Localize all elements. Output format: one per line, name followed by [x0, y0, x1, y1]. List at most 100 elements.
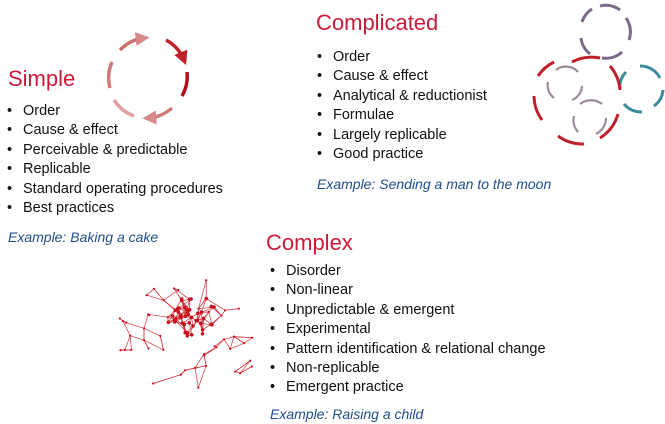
network-node — [174, 316, 178, 321]
list-item: Order — [4, 102, 223, 122]
network-node — [179, 297, 184, 301]
network-edge — [143, 327, 161, 337]
network-node — [152, 382, 155, 385]
network-edge — [223, 336, 234, 340]
network-node — [201, 316, 206, 321]
network-edge — [124, 335, 131, 351]
network-node — [229, 347, 232, 350]
network-edge — [211, 315, 222, 326]
complicated-heading: Complicated — [316, 10, 439, 35]
network-edge — [125, 322, 145, 329]
network-edge — [146, 288, 155, 296]
network-edge — [213, 306, 222, 316]
network-node — [204, 296, 208, 301]
list-item: Unpredictable & emergent — [267, 301, 546, 321]
network-edge — [143, 339, 164, 351]
network-edge — [153, 288, 164, 301]
simple-heading: Simple — [8, 66, 76, 91]
network-edge — [182, 317, 192, 324]
network-edge — [206, 298, 226, 311]
list-item: Order — [314, 48, 487, 68]
network-edge — [194, 367, 199, 388]
network-node — [187, 297, 192, 301]
network-node — [249, 359, 252, 362]
list-item: Cause & effect — [314, 67, 487, 87]
network-node — [234, 370, 237, 373]
network-node — [130, 348, 133, 351]
network-edge — [146, 294, 164, 301]
list-item: Analytical & reductionist — [314, 87, 487, 107]
network-node — [215, 346, 218, 349]
list-item: Pattern identification & relational chan… — [267, 340, 546, 360]
network-node — [187, 308, 192, 312]
network-edge — [184, 299, 191, 317]
network-node — [147, 347, 150, 350]
list-item: Cause & effect — [4, 121, 223, 141]
network-edge — [197, 365, 207, 388]
simple-example: Example: Baking a cake — [8, 229, 159, 245]
network-edge — [195, 365, 207, 369]
network-node — [184, 369, 187, 372]
network-edge — [234, 360, 251, 372]
network-edge — [230, 342, 245, 350]
network-node — [166, 316, 169, 319]
network-node — [251, 336, 254, 339]
network-node — [197, 386, 200, 389]
network-node — [170, 314, 175, 318]
network-edge — [233, 336, 245, 344]
network-node — [125, 321, 128, 324]
network-node — [119, 349, 122, 352]
network-node — [243, 342, 246, 345]
list-item: Perceivable & predictable — [4, 141, 223, 161]
network-edge — [233, 336, 253, 339]
complex-heading: Complex — [266, 230, 353, 255]
network-node — [145, 294, 148, 297]
network-node — [178, 314, 183, 319]
network-node — [196, 311, 200, 315]
network-edge — [174, 319, 188, 334]
network-node — [183, 314, 188, 318]
complex-list: Disorder Non-linear Unpredictable & emer… — [267, 262, 546, 398]
network-node — [121, 320, 125, 323]
network-node — [173, 308, 177, 312]
network-node — [162, 348, 165, 351]
list-item: Good practice — [314, 145, 487, 165]
list-item: Non-replicable — [267, 359, 546, 379]
network-edge — [223, 339, 231, 350]
network-node — [210, 323, 214, 327]
network-node — [118, 317, 121, 320]
network-edge — [239, 360, 251, 374]
network-edge — [198, 298, 207, 309]
list-item: Largely replicable — [314, 126, 487, 146]
network-node — [202, 352, 206, 356]
list-item: Emergent practice — [267, 378, 546, 398]
network-edge — [243, 337, 253, 344]
network-edge — [129, 335, 132, 350]
network-node — [213, 345, 216, 348]
network-node — [184, 308, 189, 312]
complex-example: Example: Raising a child — [270, 406, 424, 422]
network-edge — [239, 366, 252, 374]
network-edge — [214, 339, 225, 347]
complicated-list: Order Cause & effect Analytical & reduct… — [314, 48, 487, 165]
network-node — [189, 315, 194, 320]
network-edge — [173, 288, 190, 300]
network-node — [197, 307, 200, 310]
network-node — [212, 305, 216, 309]
list-item: Replicable — [4, 160, 223, 180]
network-node — [200, 332, 205, 336]
network-node — [159, 334, 162, 337]
simple-list: Order Cause & effect Perceivable & predi… — [4, 102, 223, 219]
complicated-example: Example: Sending a man to the moon — [317, 176, 552, 192]
list-item: Experimental — [267, 320, 546, 340]
network-node — [199, 321, 203, 326]
network-node — [177, 288, 180, 292]
network-node — [189, 333, 194, 337]
network-node — [173, 287, 176, 290]
network-node — [205, 279, 208, 282]
network-node — [123, 348, 126, 351]
list-item: Non-linear — [267, 281, 546, 301]
network-node — [152, 287, 156, 290]
network-node — [179, 373, 182, 376]
network-edge — [148, 313, 168, 318]
